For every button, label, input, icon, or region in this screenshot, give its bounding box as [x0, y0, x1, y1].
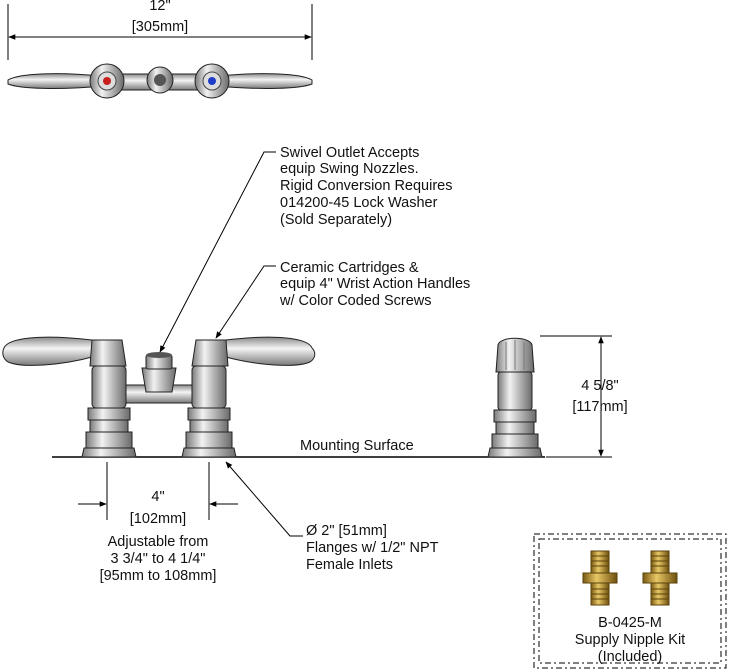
mounting-surface-label: Mounting Surface [300, 438, 414, 454]
svg-text:Ceramic Cartridges &: Ceramic Cartridges & [280, 260, 419, 276]
svg-text:Ø 2" [51mm]: Ø 2" [51mm] [306, 523, 387, 539]
center-mm: [102mm] [130, 511, 186, 527]
svg-text:Adjustable from: Adjustable from [108, 534, 209, 550]
svg-text:(Sold Separately): (Sold Separately) [280, 212, 392, 228]
height-in: 4 5/8" [581, 378, 618, 394]
right-wrist-handle [221, 336, 316, 366]
svg-text:Swivel Outlet Accepts: Swivel Outlet Accepts [280, 145, 419, 161]
kit-note: (Included) [598, 649, 662, 665]
kit-part-number: B-0425-M [598, 615, 662, 631]
overall-width-mm: [305mm] [132, 19, 188, 35]
svg-text:3 3/4" to 4 1/4": 3 3/4" to 4 1/4" [111, 551, 206, 567]
svg-text:014200-45 Lock Washer: 014200-45 Lock Washer [280, 195, 438, 211]
supply-nipple-left [582, 550, 618, 606]
callout-swivel-outlet: Swivel Outlet Accepts equip Swing Nozzle… [159, 145, 452, 353]
cold-screw-icon [208, 77, 216, 85]
svg-text:[95mm to 108mm]: [95mm to 108mm] [100, 568, 217, 584]
right-handle-top [215, 73, 313, 89]
svg-text:equip 4" Wrist Action Handles: equip 4" Wrist Action Handles [280, 276, 470, 292]
supply-nipple-kit: B-0425-M Supply Nipple Kit (Included) [533, 533, 727, 669]
top-view: 12" [305mm] [7, 0, 313, 99]
right-valve-front [181, 336, 316, 458]
callout-cartridges: Ceramic Cartridges & equip 4" Wrist Acti… [215, 260, 470, 339]
svg-text:w/ Color Coded Screws: w/ Color Coded Screws [279, 293, 432, 309]
svg-text:Female Inlets: Female Inlets [306, 557, 393, 573]
center-dimension: 4" [102mm] Adjustable from 3 3/4" to 4 1… [78, 462, 238, 584]
svg-text:Flanges w/ 1/2" NPT: Flanges w/ 1/2" NPT [306, 540, 439, 556]
kit-name: Supply Nipple Kit [575, 632, 685, 648]
front-view: Mounting Surface [2, 335, 628, 458]
side-view-valve [487, 337, 543, 458]
hot-screw-icon [103, 77, 111, 85]
swivel-outlet [141, 367, 177, 393]
left-valve-front [2, 336, 137, 458]
svg-text:Rigid Conversion Requires: Rigid Conversion Requires [280, 178, 452, 194]
center-in: 4" [151, 489, 164, 505]
overall-width-in: 12" [149, 0, 170, 14]
left-wrist-handle [2, 336, 97, 366]
height-mm: [117mm] [572, 399, 627, 415]
svg-text:equip Swing Nozzles.: equip Swing Nozzles. [280, 161, 419, 177]
supply-nipple-right [642, 550, 678, 606]
callout-flanges: Ø 2" [51mm] Flanges w/ 1/2" NPT Female I… [225, 461, 439, 573]
